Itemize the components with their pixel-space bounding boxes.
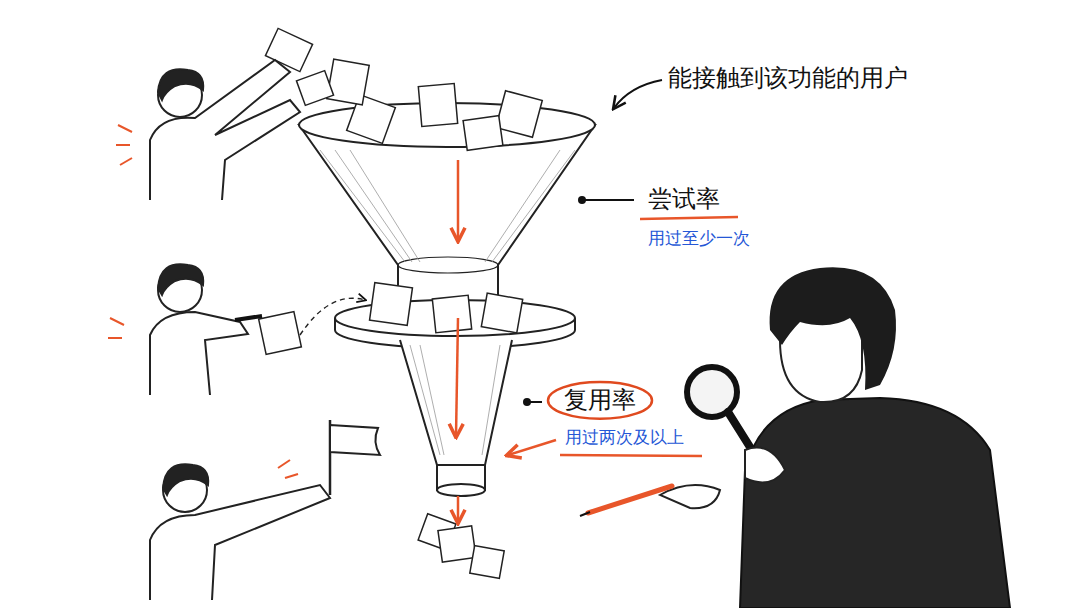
ellipse-outline [548, 382, 652, 419]
funnel [299, 103, 595, 496]
metric-definition: 用过两次及以上 [565, 427, 684, 447]
leader-lines [508, 80, 738, 456]
flow-arrows [456, 160, 458, 522]
metric-name: 复用率 [564, 386, 636, 415]
toss-arrow [300, 298, 365, 335]
metric-ellipse: 复用率 [546, 380, 654, 421]
person-middle [108, 264, 262, 395]
person-bottom [150, 420, 380, 600]
population-label: 能接触到该功能的用户 [668, 64, 908, 93]
person-top [116, 60, 300, 200]
metric-name: 尝试率 [648, 185, 720, 214]
metric-definition: 用过至少一次 [648, 228, 750, 248]
